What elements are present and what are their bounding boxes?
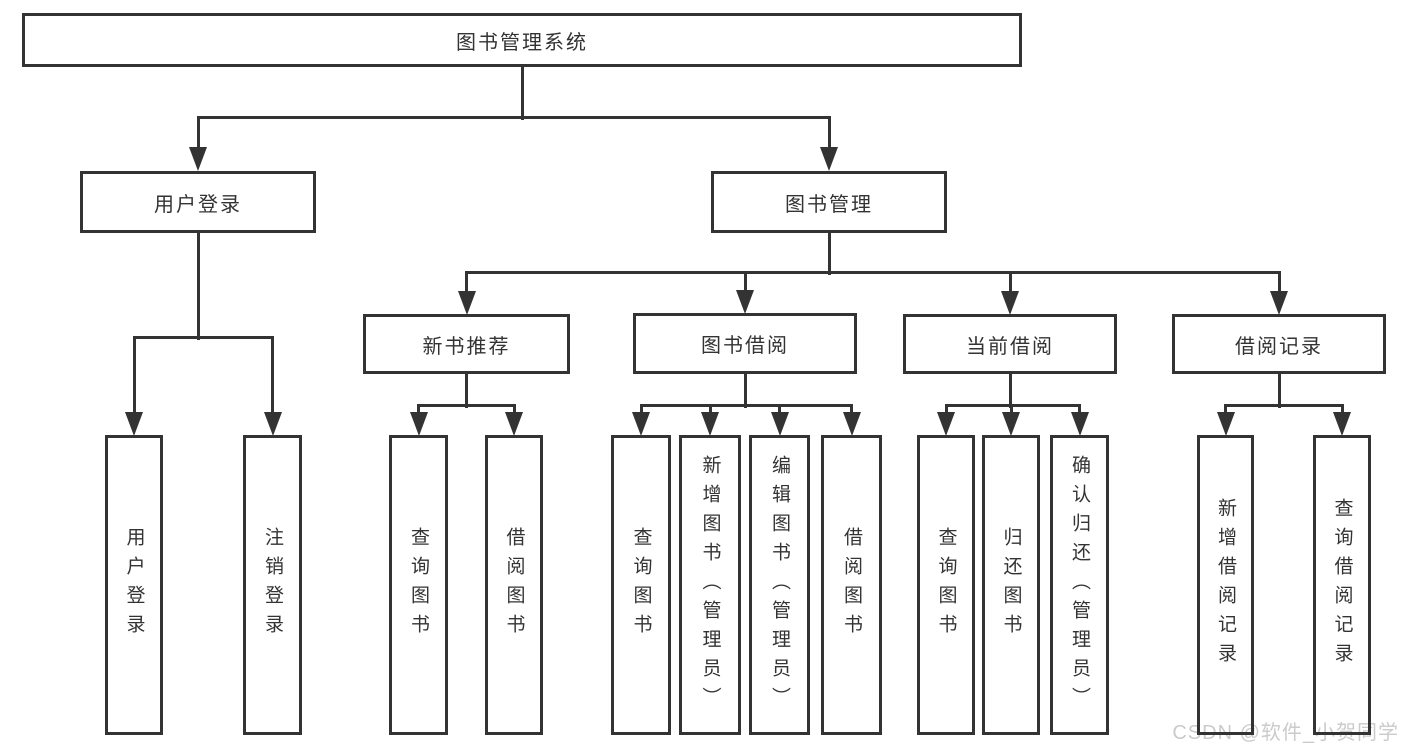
node-book-mgmt-label: 图书管理 xyxy=(785,193,873,216)
leaf-borrow-query-books: 查询图书 xyxy=(611,435,671,735)
node-book-borrow-label: 图书借阅 xyxy=(701,335,789,357)
connector-line xyxy=(417,403,516,407)
node-user-login-label: 用户登录 xyxy=(154,193,242,216)
arrowhead-icon xyxy=(701,412,719,436)
connector-line xyxy=(465,270,1281,274)
node-book-mgmt: 图书管理 xyxy=(711,171,947,233)
connector-line xyxy=(196,117,200,151)
connector-line xyxy=(417,405,420,416)
connector-line xyxy=(1340,405,1344,416)
leaf-borrow-query-books-label: 查询图书 xyxy=(630,527,652,643)
arrowhead-icon xyxy=(505,412,523,436)
arrowhead-icon xyxy=(770,412,789,436)
node-new-book-rec-label: 新书推荐 xyxy=(422,335,511,358)
connector-line xyxy=(1009,405,1013,416)
node-user-login: 用户登录 xyxy=(80,171,316,233)
connector-line xyxy=(1078,405,1081,416)
arrowhead-icon xyxy=(1002,412,1020,436)
leaf-confirm-return-admin: 确认归还（管理员） xyxy=(1050,435,1109,735)
leaf-rec-borrow-books-label: 借阅图书 xyxy=(503,527,525,643)
connector-line xyxy=(639,403,853,407)
leaf-current-query-books: 查询图书 xyxy=(917,435,975,735)
leaf-edit-books-admin: 编辑图书（管理员） xyxy=(749,435,810,735)
node-book-borrow: 图书借阅 xyxy=(633,313,857,374)
connector-line xyxy=(827,233,831,275)
node-borrow-records-label: 借阅记录 xyxy=(1235,335,1323,358)
node-current-borrow: 当前借阅 xyxy=(903,314,1117,374)
connector-line xyxy=(271,337,274,416)
leaf-query-borrow-record: 查询借阅记录 xyxy=(1313,435,1371,735)
leaf-rec-query-books: 查询图书 xyxy=(389,435,448,735)
arrowhead-icon xyxy=(409,412,428,436)
leaf-return-books: 归还图书 xyxy=(982,435,1040,735)
connector-line xyxy=(196,115,831,119)
leaf-edit-books-admin-label: 编辑图书（管理员） xyxy=(769,454,790,716)
arrowhead-icon xyxy=(937,412,955,436)
leaf-logout-login: 注销登录 xyxy=(243,435,302,735)
leaf-add-books-admin: 新增图书（管理员） xyxy=(679,435,741,735)
leaf-add-borrow-record-label: 新增借阅记录 xyxy=(1215,498,1236,672)
connector-line xyxy=(827,117,831,151)
arrowhead-icon xyxy=(1270,291,1288,315)
arrowhead-icon xyxy=(457,291,476,315)
arrowhead-icon xyxy=(632,412,650,436)
node-root-label: 图书管理系统 xyxy=(456,31,588,54)
connector-line xyxy=(465,272,468,295)
connector-line xyxy=(743,272,747,294)
arrowhead-icon xyxy=(125,412,143,436)
connector-line xyxy=(132,337,136,416)
node-borrow-records: 借阅记录 xyxy=(1172,314,1386,374)
leaf-add-books-admin-label: 新增图书（管理员） xyxy=(699,454,721,716)
leaf-rec-borrow-books: 借阅图书 xyxy=(485,435,543,735)
connector-line xyxy=(708,405,712,416)
connector-line xyxy=(465,374,468,408)
leaf-current-query-books-label: 查询图书 xyxy=(935,527,957,643)
node-new-book-rec: 新书推荐 xyxy=(363,314,570,374)
leaf-confirm-return-admin-label: 确认归还（管理员） xyxy=(1069,454,1090,716)
connector-line xyxy=(1008,272,1012,295)
connector-line xyxy=(196,233,200,340)
node-root: 图书管理系统 xyxy=(22,13,1022,67)
arrowhead-icon xyxy=(1333,412,1351,436)
arrowhead-icon xyxy=(263,412,282,436)
arrowhead-icon xyxy=(1216,412,1235,436)
connector-line xyxy=(132,335,274,339)
leaf-rec-query-books-label: 查询图书 xyxy=(408,527,429,643)
leaf-user-login: 用户登录 xyxy=(105,435,163,735)
arrowhead-icon xyxy=(820,147,838,171)
leaf-user-login-label: 用户登录 xyxy=(123,527,145,643)
arrowhead-icon xyxy=(1070,412,1089,436)
leaf-query-borrow-record-label: 查询借阅记录 xyxy=(1331,498,1353,672)
connector-line xyxy=(639,405,643,416)
connector-line xyxy=(512,405,516,416)
leaf-logout-login-label: 注销登录 xyxy=(262,527,283,643)
connector-line xyxy=(1277,374,1281,408)
arrowhead-icon xyxy=(736,290,754,314)
arrowhead-icon xyxy=(1001,291,1019,315)
connector-line xyxy=(1224,403,1344,407)
watermark: CSDN @软件_小贺同学 xyxy=(1172,722,1399,744)
connector-line xyxy=(1008,374,1012,408)
arrowhead-icon xyxy=(189,147,207,171)
node-current-borrow-label: 当前借阅 xyxy=(966,335,1054,358)
connector-line xyxy=(944,405,948,416)
arrowhead-icon xyxy=(842,412,861,436)
connector-line xyxy=(944,403,1081,407)
leaf-add-borrow-record: 新增借阅记录 xyxy=(1197,435,1254,735)
connector-line xyxy=(1277,272,1281,295)
leaf-return-books-label: 归还图书 xyxy=(1000,527,1022,643)
connector-line xyxy=(850,405,853,416)
connector-line xyxy=(1224,405,1227,416)
connector-line xyxy=(778,405,781,416)
connector-line xyxy=(520,67,524,120)
leaf-borrow-books-label: 借阅图书 xyxy=(841,527,862,643)
connector-line xyxy=(743,374,747,408)
leaf-borrow-books: 借阅图书 xyxy=(821,435,882,735)
